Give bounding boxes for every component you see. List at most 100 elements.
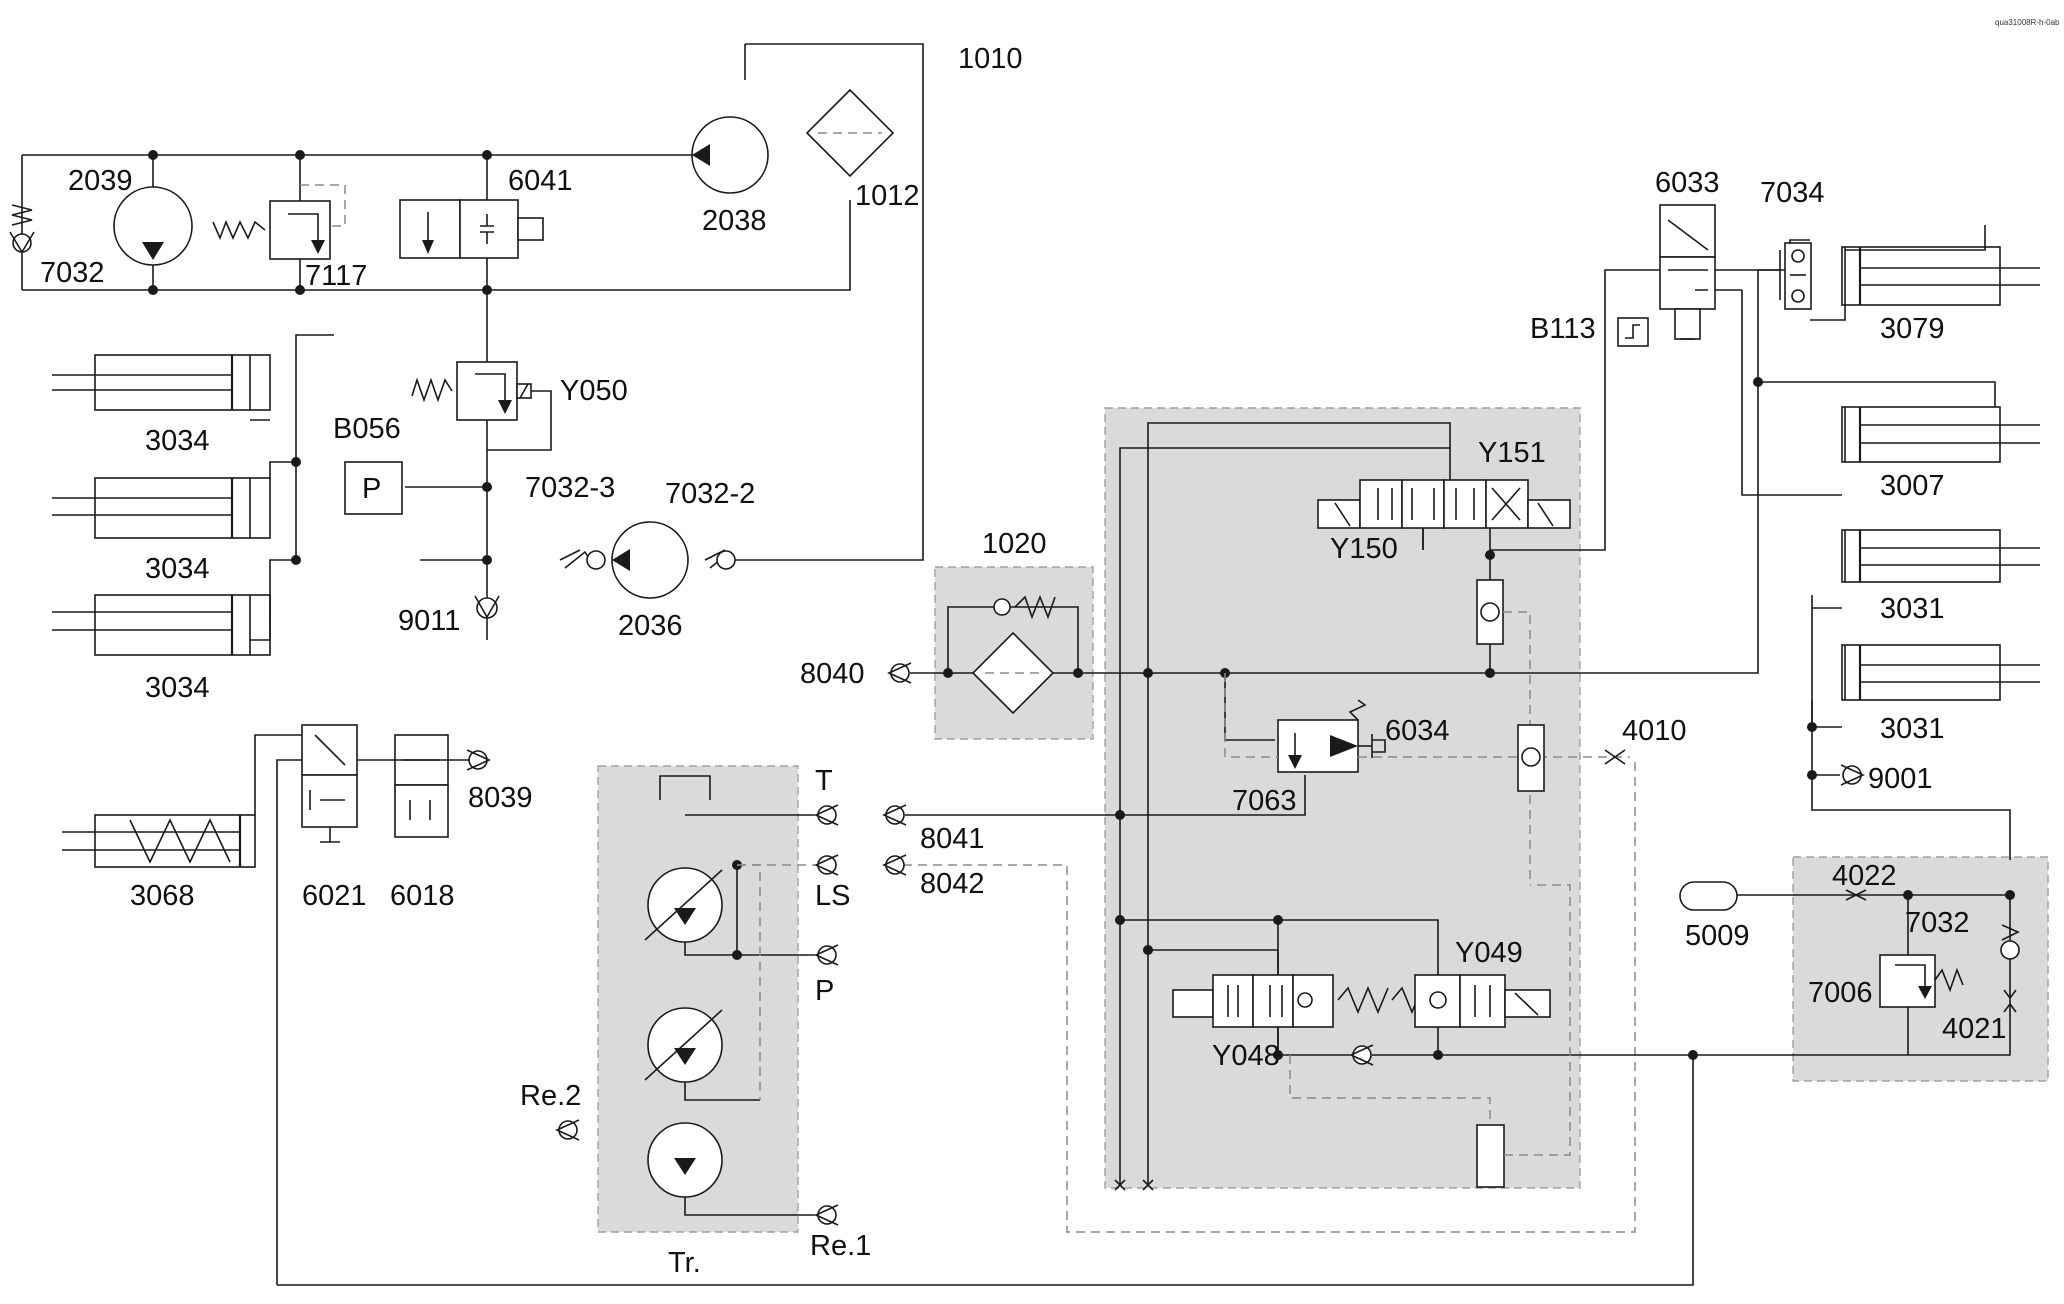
check-9001 (1840, 764, 1865, 786)
label-9001: 9001 (1868, 763, 1933, 795)
variable-pump-2 (644, 1007, 723, 1083)
shuttle-valve-upper (1476, 579, 1504, 645)
cylinder-3031-a (1841, 529, 2040, 583)
label-Y151: Y151 (1478, 437, 1546, 469)
label-8042: 8042 (920, 868, 985, 900)
cylinder-3034-b (52, 477, 271, 539)
valve-6018 (394, 734, 449, 838)
label-6021: 6021 (302, 880, 367, 912)
check-valve-8039 (466, 749, 491, 771)
accumulator-5009 (1679, 881, 1738, 911)
label-4022: 4022 (1832, 860, 1897, 892)
pump-2036 (559, 521, 736, 599)
zone-main-valve-block (1104, 407, 1581, 1189)
label-7032-right: 7032 (1905, 907, 1970, 939)
relief-7006 (1879, 954, 1964, 1008)
label-p-box: P (362, 473, 381, 505)
label-6033: 6033 (1655, 167, 1720, 199)
pilot-loop-outer (888, 760, 1636, 1233)
valve-6021 (301, 724, 358, 843)
valve-Y150-Y151 (1317, 479, 1571, 529)
corner-code: qua31008R-h-0ab (1995, 18, 2060, 27)
label-Re1: Re.1 (810, 1230, 871, 1262)
label-5009: 5009 (1685, 920, 1750, 952)
cylinder-3034-a (52, 354, 271, 411)
check-7032-right (2000, 924, 2020, 960)
port-LS (814, 854, 839, 876)
shuttle-7034 (1784, 242, 1812, 310)
relief-valve-7117 (212, 184, 346, 260)
label-3034-b: 3034 (145, 553, 210, 585)
label-8039: 8039 (468, 782, 533, 814)
label-3034-a: 3034 (145, 425, 210, 457)
label-Tr: Tr. (668, 1247, 701, 1279)
label-3007: 3007 (1880, 470, 1945, 502)
label-4010: 4010 (1622, 715, 1687, 747)
cylinder-3079 (1841, 246, 2040, 306)
pressure-valve-Y050 (411, 361, 552, 451)
label-9011: 9011 (398, 605, 460, 637)
label-Re2: Re.2 (520, 1080, 581, 1112)
label-B113: B113 (1530, 313, 1596, 345)
label-T: T (815, 765, 833, 797)
pressure-valve-7063 (1277, 699, 1386, 773)
cylinder-3068 (62, 814, 256, 868)
label-1012: 1012 (855, 180, 920, 212)
label-3034-c: 3034 (145, 672, 210, 704)
label-2036: 2036 (618, 610, 683, 642)
cylinder-3034-c (52, 594, 271, 656)
label-Y150: Y150 (1330, 533, 1398, 565)
check-valve-9011 (474, 595, 500, 619)
label-B056: B056 (333, 413, 401, 445)
label-Y049: Y049 (1455, 937, 1523, 969)
check-8042 (882, 854, 907, 876)
label-7117: 7117 (305, 260, 367, 292)
check-block-mid (1349, 1044, 1374, 1066)
label-6034: 6034 (1385, 715, 1450, 747)
pump-2039 (113, 186, 193, 266)
filter-1020 (971, 631, 1055, 715)
label-6041: 6041 (508, 165, 573, 197)
label-P-port: P (815, 975, 834, 1007)
label-7032-3: 7032-3 (525, 472, 615, 504)
shuttle-valve-lower (1517, 724, 1545, 792)
accumulator-block (1476, 1124, 1505, 1188)
check-8041b (882, 804, 907, 826)
label-8040: 8040 (800, 658, 865, 690)
label-3031-b: 3031 (1880, 713, 1945, 745)
label-4021: 4021 (1942, 1013, 2007, 1045)
port-Re1 (814, 1204, 839, 1226)
check-valve-7032-left (9, 204, 35, 254)
label-1010: 1010 (958, 43, 1023, 75)
cylinder-3031-b (1841, 644, 2040, 701)
throttle-4010 (1604, 749, 1626, 765)
pressure-switch-B056 (344, 461, 403, 515)
label-Y048: Y048 (1212, 1040, 1280, 1072)
label-3031-a: 3031 (1880, 593, 1945, 625)
label-7034: 7034 (1760, 177, 1825, 209)
port-P (814, 944, 839, 966)
label-7063: 7063 (1232, 785, 1297, 817)
label-2039: 2039 (68, 165, 133, 197)
valve-Y048-Y049 (1172, 974, 1551, 1028)
label-7032-left: 7032 (40, 257, 105, 289)
label-LS: LS (815, 880, 850, 912)
label-7032-2: 7032-2 (665, 478, 755, 510)
fixed-pump-tr (647, 1122, 723, 1198)
label-Y050: Y050 (560, 375, 628, 407)
cylinder-3007 (1841, 406, 2040, 463)
label-8041: 8041 (920, 823, 985, 855)
port-Re2 (555, 1119, 580, 1141)
label-2038: 2038 (702, 205, 767, 237)
label-6018: 6018 (390, 880, 455, 912)
label-3068: 3068 (130, 880, 195, 912)
label-1020: 1020 (982, 528, 1047, 560)
pump-2038 (691, 116, 769, 194)
filter-1012 (805, 88, 895, 178)
label-3079: 3079 (1880, 313, 1945, 345)
valve-6041 (399, 199, 544, 259)
valve-6033 (1659, 204, 1716, 340)
sensor-B113 (1617, 317, 1649, 347)
check-8040 (887, 662, 912, 684)
